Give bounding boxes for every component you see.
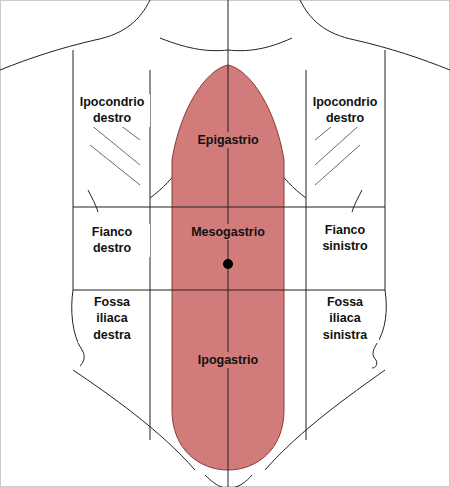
- region-label: Ipocondrio destro: [307, 94, 383, 127]
- region-label: Mesogastrio: [181, 224, 275, 240]
- region-label: Fianco destro: [74, 224, 150, 257]
- region-label: Ipogastrio: [186, 352, 270, 368]
- region-label: Fianco sinistro: [307, 222, 383, 255]
- region-label: Fossa iliaca destra: [78, 294, 146, 343]
- region-label: Epigastrio: [186, 132, 270, 148]
- region-label: Ipocondrio destro: [74, 94, 150, 127]
- region-label: Fossa iliaca sinistra: [311, 294, 379, 343]
